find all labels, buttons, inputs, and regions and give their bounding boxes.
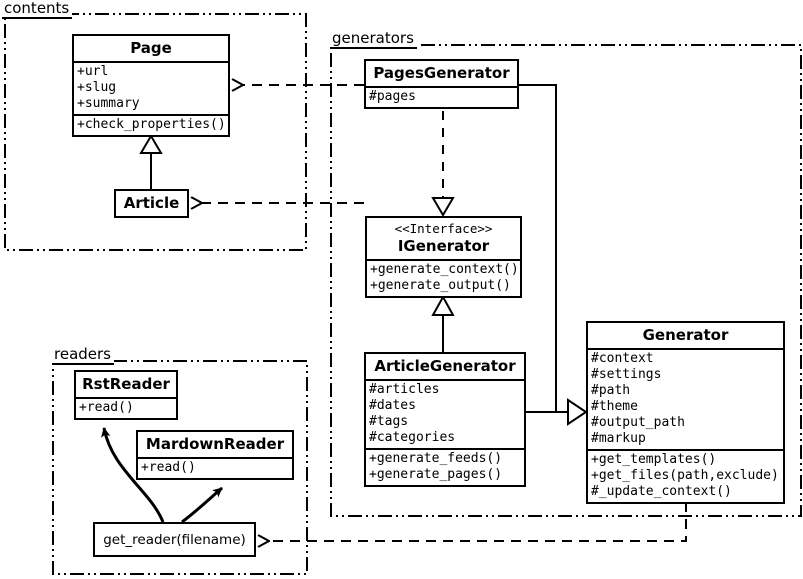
attribute: #output_path — [591, 415, 685, 430]
class-igenerator-title: IGenerator — [397, 237, 490, 255]
class-pages-generator-attributes: #pages — [366, 86, 517, 107]
class-rst-reader[interactable]: RstReader +read() — [74, 370, 178, 420]
attribute: +summary — [77, 96, 140, 111]
package-label-readers: readers — [52, 346, 114, 365]
operation: +generate_feeds() — [369, 451, 503, 466]
operation: +generate_context() — [370, 262, 519, 277]
attribute: +url — [77, 64, 109, 79]
class-igenerator[interactable]: <<Interface>> IGenerator +generate_conte… — [365, 216, 522, 298]
class-mardown-reader-operations: +read() — [138, 457, 292, 478]
attribute: +slug — [77, 80, 117, 95]
attribute: #pages — [369, 89, 416, 104]
package-label-generators: generators — [330, 30, 417, 49]
attribute: #theme — [591, 399, 638, 414]
attribute: #settings — [591, 367, 662, 382]
function-box-get-reader-label: get_reader(filename) — [103, 531, 246, 548]
relation-pagesgenerator-realizes-igenerator — [431, 111, 455, 217]
class-generator-attributes: #context #settings #path #theme #output_… — [588, 348, 783, 449]
class-rst-reader-operations: +read() — [76, 397, 176, 418]
operation: #_update_context() — [591, 484, 732, 499]
attribute: #markup — [591, 431, 646, 446]
relation-articlegenerator-inherits-igenerator — [431, 294, 455, 352]
attribute: #categories — [369, 430, 456, 445]
relation-generators-inherit-generator — [519, 84, 588, 426]
class-mardown-reader[interactable]: MardownReader +read() — [136, 430, 294, 480]
class-page-title: Page — [130, 39, 172, 57]
function-box-get-reader[interactable]: get_reader(filename) — [93, 522, 256, 557]
attribute: #path — [591, 383, 631, 398]
class-igenerator-stereotype: <<Interface>> — [394, 221, 493, 236]
operation: +get_files(path,exclude) — [591, 468, 779, 483]
class-pages-generator[interactable]: PagesGenerator #pages — [364, 59, 519, 109]
operation: +generate_output() — [370, 278, 511, 293]
attribute: #tags — [369, 414, 409, 429]
attribute: #context — [591, 351, 654, 366]
class-article-generator-operations: +generate_feeds() +generate_pages() — [366, 448, 524, 485]
class-generator-operations: +get_templates() +get_files(path,exclude… — [588, 449, 783, 502]
relation-generator-uses-get-reader — [269, 502, 687, 541]
relation-get-reader-creates-mardownreader — [181, 486, 223, 524]
operation: +read() — [141, 460, 196, 475]
class-article-generator[interactable]: ArticleGenerator #articles #dates #tags … — [364, 352, 526, 487]
class-rst-reader-title: RstReader — [82, 375, 170, 393]
class-page-attributes: +url +slug +summary — [74, 61, 228, 114]
class-page-operations: +check_properties() — [74, 114, 228, 135]
class-generator-title: Generator — [642, 326, 729, 344]
class-page[interactable]: Page +url +slug +summary +check_properti… — [72, 34, 230, 137]
operation: +check_properties() — [77, 117, 226, 132]
class-pages-generator-title: PagesGenerator — [373, 64, 510, 82]
relation-article-inherits-page — [139, 134, 163, 189]
class-article-title: Article — [123, 194, 180, 212]
attribute: #dates — [369, 398, 416, 413]
class-igenerator-operations: +generate_context() +generate_output() — [367, 259, 520, 296]
class-article[interactable]: Article — [114, 189, 189, 218]
class-generator[interactable]: Generator #context #settings #path #them… — [586, 321, 785, 504]
operation: +generate_pages() — [369, 467, 503, 482]
operation: +read() — [79, 400, 134, 415]
class-article-generator-attributes: #articles #dates #tags #categories — [366, 379, 524, 448]
package-label-contents: contents — [2, 0, 73, 19]
attribute: #articles — [369, 382, 440, 397]
class-article-generator-title: ArticleGenerator — [374, 357, 516, 375]
operation: +get_templates() — [591, 452, 717, 467]
class-mardown-reader-title: MardownReader — [145, 435, 285, 453]
